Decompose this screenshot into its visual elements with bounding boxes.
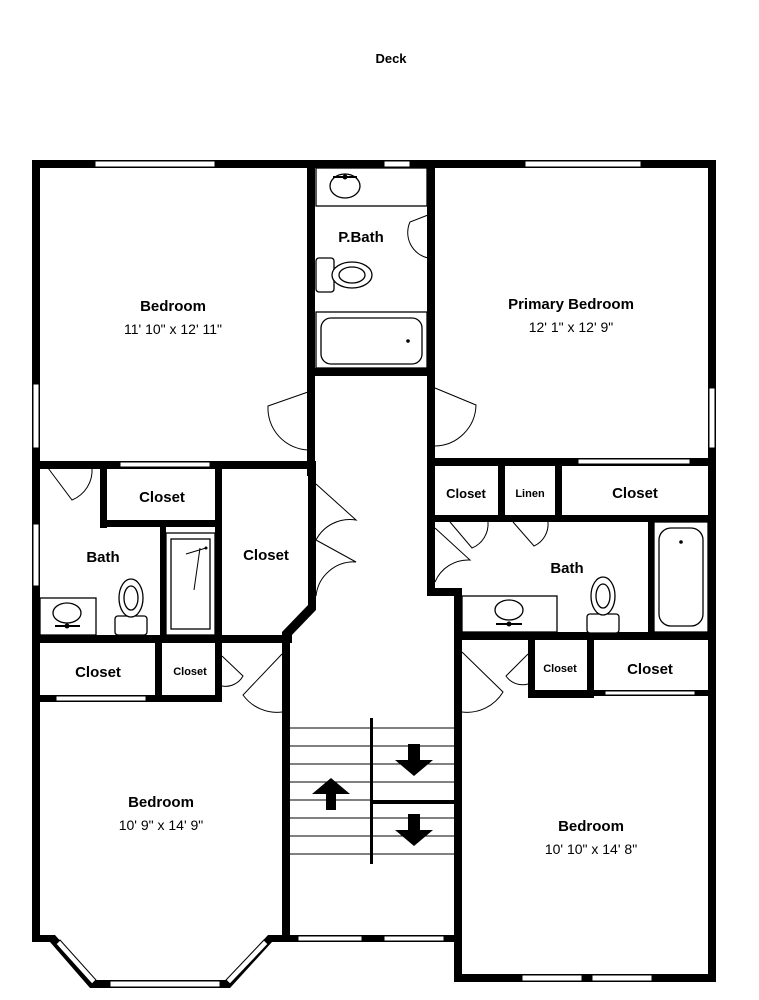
room-name-linen: Linen [515, 488, 545, 500]
room-name-bath-e: Bath [550, 560, 583, 577]
room-dims-bedroom-sw: 10' 9" x 14' 9" [119, 817, 204, 833]
room-name-closet-w2: Closet [243, 547, 289, 564]
toilet-icon [114, 578, 148, 636]
room-name-bath-w: Bath [86, 549, 119, 566]
sink-icon [461, 595, 558, 633]
room-dims-bedroom-nw: 11' 10" x 12' 11" [124, 321, 222, 337]
walls [32, 160, 716, 988]
labels: Deck Bedroom 11' 10" x 12' 11" P.Bath Pr… [75, 51, 673, 857]
room-name-bedroom-nw: Bedroom [140, 298, 206, 315]
arrow-up-icon [312, 778, 350, 810]
room-name-closet-e1: Closet [446, 486, 486, 501]
sink-icon [39, 597, 97, 636]
arrow-down-icon [395, 744, 433, 776]
stairs [290, 727, 454, 855]
sink-icon [315, 167, 428, 207]
deck-label: Deck [375, 51, 407, 66]
bathtub-icon [653, 521, 709, 633]
room-name-primary-bedroom: Primary Bedroom [508, 296, 634, 313]
shower-icon [165, 532, 216, 636]
room-name-closet-sw1: Closet [75, 664, 121, 681]
room-name-pbath: P.Bath [338, 229, 384, 246]
doors [47, 214, 549, 713]
room-name-closet-se2: Closet [627, 661, 673, 678]
room-name-closet-sw2: Closet [173, 666, 207, 678]
windows [32, 160, 716, 988]
fixtures [39, 167, 709, 636]
room-name-closet-w1: Closet [139, 489, 185, 506]
room-name-bedroom-se: Bedroom [558, 818, 624, 835]
room-name-closet-se1: Closet [543, 663, 577, 675]
arrow-down-icon [395, 814, 433, 846]
room-dims-primary-bedroom: 12' 1" x 12' 9" [529, 319, 614, 335]
room-name-closet-e2: Closet [612, 485, 658, 502]
bathtub-icon [315, 311, 428, 369]
toilet-icon [586, 576, 620, 634]
room-name-bedroom-sw: Bedroom [128, 794, 194, 811]
room-dims-bedroom-se: 10' 10" x 14' 8" [545, 841, 637, 857]
toilet-icon [315, 257, 373, 293]
